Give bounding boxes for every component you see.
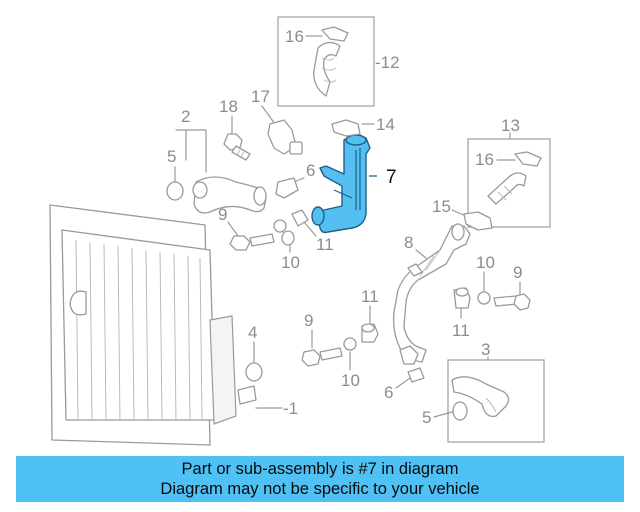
callout-11-left[interactable]: 11 [316, 235, 334, 254]
callout-17[interactable]: 17 [251, 87, 270, 106]
hardware-center: 11 9 10 [301, 287, 379, 390]
pipe-part-7[interactable]: 7 [311, 133, 397, 234]
callout-10-left[interactable]: 10 [281, 253, 300, 272]
callout-7[interactable]: 7 [386, 167, 397, 188]
kit-box-3: 3 5 [422, 340, 545, 443]
callout-9-left[interactable]: 9 [218, 205, 227, 224]
info-banner: Part or sub-assembly is #7 in diagram Di… [16, 456, 624, 502]
hose-part-2: 2 5 [166, 107, 267, 214]
callout-4[interactable]: 4 [248, 323, 257, 342]
callout-5-bottom[interactable]: 5 [422, 408, 431, 427]
kit-box-13: 13 16 [467, 116, 551, 228]
callout-15[interactable]: 15 [432, 197, 451, 216]
callout-11-center[interactable]: 11 [361, 287, 379, 306]
callout-5-left[interactable]: 5 [167, 147, 176, 166]
callout-16-top[interactable]: 16 [285, 27, 304, 46]
clamp-part-14: 14 [331, 115, 395, 137]
callout-13[interactable]: 13 [501, 116, 520, 135]
callout-9-right[interactable]: 9 [513, 263, 522, 282]
seal-part-4: 4 [245, 323, 263, 382]
callout-3[interactable]: 3 [481, 340, 490, 359]
parts-diagram: -12 16 13 16 3 5 -1 [49, 16, 551, 446]
pipe-part-8: 15 8 6 [384, 197, 493, 402]
callout-16-right[interactable]: 16 [475, 150, 494, 169]
banner-line-disclaimer: Diagram may not be specific to your vehi… [160, 480, 480, 498]
callout-18[interactable]: 18 [219, 97, 238, 116]
callout-6-mid[interactable]: 6 [306, 161, 315, 180]
callout-14[interactable]: 14 [376, 115, 395, 134]
hardware-left: 9 10 11 [218, 205, 334, 272]
callout-10-right[interactable]: 10 [476, 253, 495, 272]
callout-9-center[interactable]: 9 [304, 311, 313, 330]
intercooler-part-1: -1 [49, 204, 298, 446]
callout-11-right[interactable]: 11 [452, 321, 470, 340]
banner-line-part-number: Part or sub-assembly is #7 in diagram [181, 460, 459, 478]
callout-1[interactable]: -1 [283, 399, 298, 418]
sensor-parts-17-18: 18 17 [219, 87, 303, 161]
callout-8[interactable]: 8 [404, 233, 413, 252]
callout-6-bottom[interactable]: 6 [384, 383, 393, 402]
clamp-part-6-mid: 6 [275, 161, 315, 199]
callout-10-center[interactable]: 10 [341, 371, 360, 390]
callout-2[interactable]: 2 [181, 107, 190, 126]
hardware-right: 10 11 9 [452, 253, 531, 340]
callout-12[interactable]: -12 [375, 53, 400, 72]
kit-box-12: -12 16 [277, 16, 400, 107]
